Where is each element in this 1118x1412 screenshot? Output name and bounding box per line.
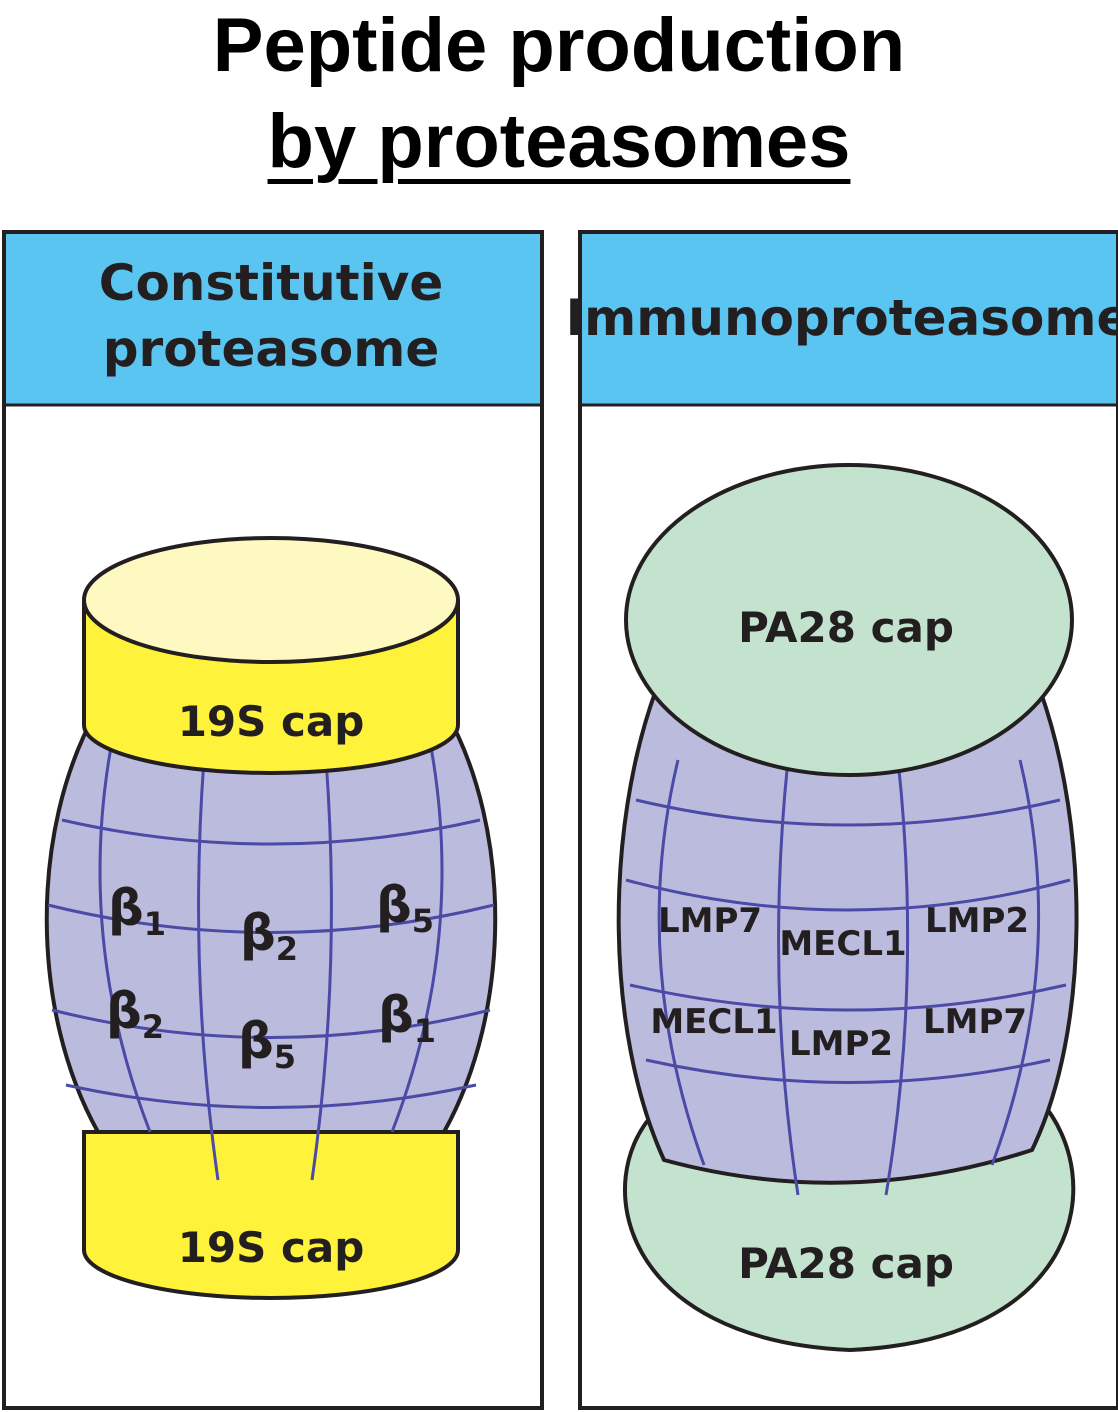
bottom-pa28-cap-label: PA28 cap — [738, 1239, 954, 1288]
immunoproteasome-header-band — [582, 234, 1116, 404]
constitutive-header-line1: Constitutive — [99, 254, 443, 312]
top-pa28-cap: PA28 cap — [624, 463, 1074, 777]
constitutive-barrel — [44, 710, 498, 1181]
beta-label-r2-b: β5 — [238, 1012, 296, 1076]
immunoproteasome-barrel — [616, 688, 1079, 1196]
constitutive-panel: Constitutive proteasome 19S cap — [2, 230, 544, 1410]
page-title-line2: by proteasomes — [0, 104, 1118, 180]
page-title-line2-text: by proteasomes — [267, 99, 851, 184]
top-pa28-cap-label: PA28 cap — [738, 603, 954, 652]
constitutive-header-line2: proteasome — [103, 320, 439, 378]
subunit-label-r2-a: MECL1 — [650, 1002, 777, 1042]
beta-label-r1-b: β2 — [240, 904, 298, 968]
top-19s-cap-label: 19S cap — [178, 697, 365, 746]
beta-label-r2-c: β1 — [378, 986, 436, 1050]
constitutive-header-band — [6, 234, 540, 404]
beta-label-r2-a: β2 — [106, 982, 164, 1046]
immunoproteasome-panel: Immunoproteasome PA28 cap PA28 cap — [566, 230, 1118, 1410]
page-title-line1: Peptide production — [212, 3, 906, 88]
subunit-label-r1-a: LMP7 — [658, 901, 762, 941]
bottom-19s-cap: 19S cap — [82, 1130, 460, 1300]
top-19s-cap: 19S cap — [82, 536, 460, 775]
subunit-label-r2-c: LMP7 — [923, 1002, 1027, 1042]
subunit-label-r1-c: LMP2 — [925, 901, 1029, 941]
subunit-label-r1-b: MECL1 — [779, 924, 906, 964]
immunoproteasome-header: Immunoproteasome — [566, 289, 1118, 347]
beta-label-r1-c: β5 — [376, 876, 434, 940]
beta-label-r1-a: β1 — [108, 879, 166, 943]
bottom-19s-cap-label: 19S cap — [178, 1223, 365, 1272]
subunit-label-r2-b: LMP2 — [789, 1024, 893, 1064]
